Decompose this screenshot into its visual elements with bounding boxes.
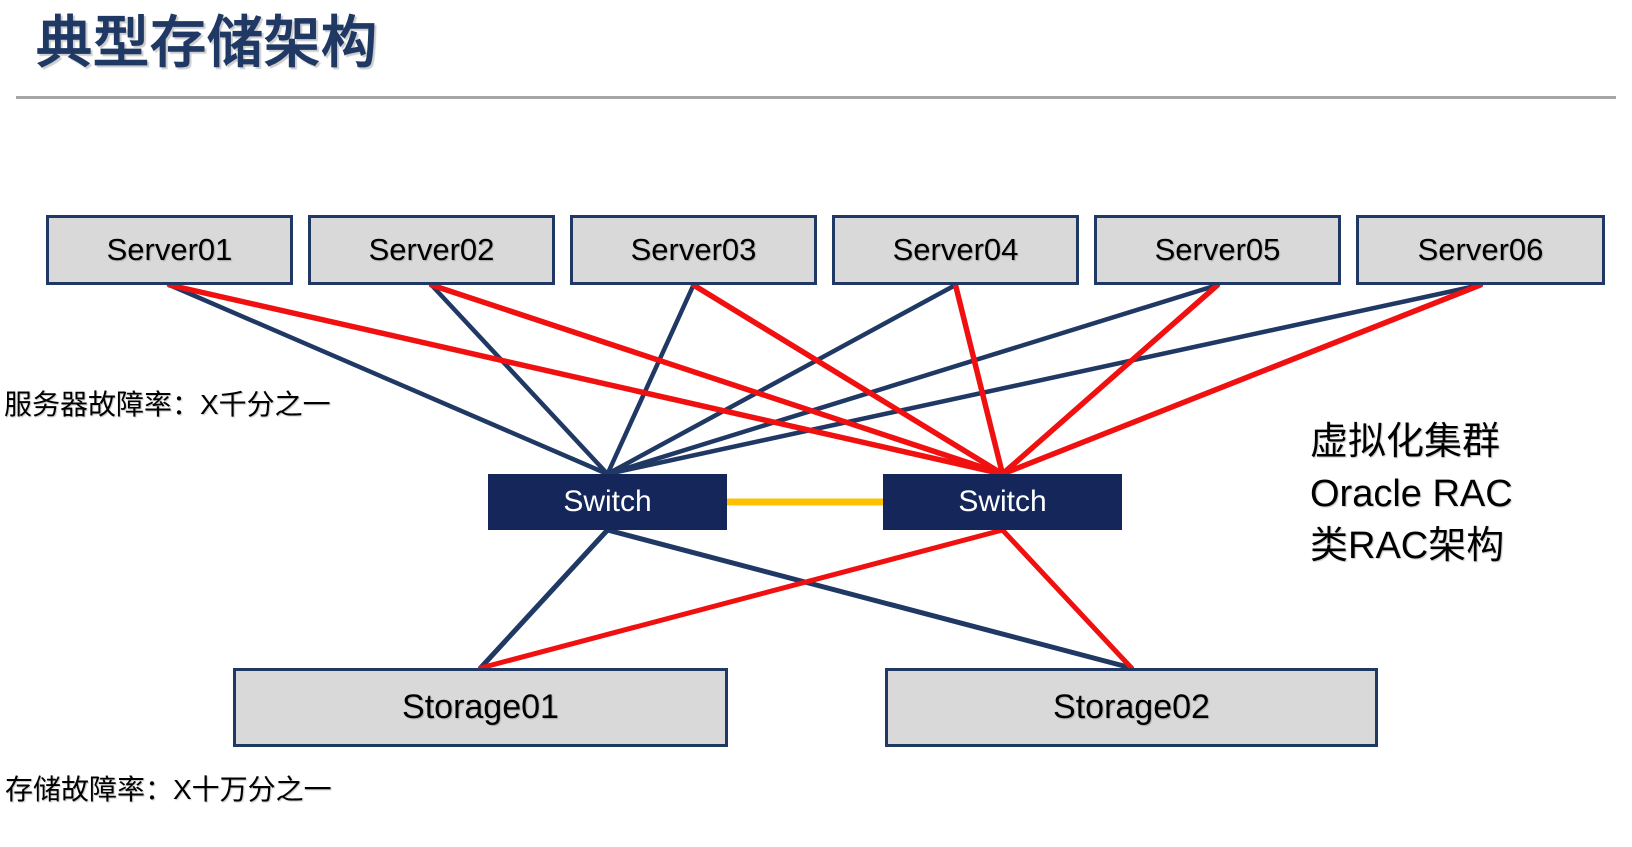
node-switch_left: Switch	[488, 474, 727, 530]
edge-server01-to-switch_left	[167, 282, 610, 477]
node-server06: Server06	[1356, 215, 1605, 285]
edge-server05-to-switch_right	[999, 282, 1221, 477]
switch-label: Switch	[563, 485, 652, 518]
server-label: Server03	[630, 232, 757, 267]
server-failure-rate-label: 服务器故障率：X千分之一	[4, 389, 331, 420]
edge-server03-to-switch_left	[605, 282, 696, 477]
edge-server02-to-switch_right	[428, 282, 1006, 477]
edge-server03-to-switch_right	[690, 282, 1006, 477]
cluster-note-line-1: 虚拟化集群	[1310, 421, 1501, 463]
server-label: Server06	[1417, 232, 1544, 267]
node-storage02: Storage02	[885, 668, 1378, 747]
edge-server06-to-switch_right	[999, 282, 1484, 477]
server-label: Server01	[106, 232, 233, 267]
edge-server04-to-switch_right	[952, 282, 1006, 477]
edge-switch_left-to-storage02	[605, 527, 1134, 671]
server-label: Server04	[892, 232, 1019, 267]
server-label: Server05	[1154, 232, 1281, 267]
title-divider	[16, 96, 1616, 99]
cluster-note-line-2: Oracle RAC	[1310, 473, 1513, 515]
edge-server01-to-switch_right	[166, 282, 1006, 477]
node-server04: Server04	[832, 215, 1079, 285]
server-label: Server02	[368, 232, 495, 267]
node-server01: Server01	[46, 215, 293, 285]
node-switch_right: Switch	[883, 474, 1122, 530]
edge-server02-to-switch_left	[429, 282, 610, 477]
edge-server04-to-switch_left	[605, 282, 958, 477]
storage-label: Storage02	[1053, 688, 1210, 726]
cluster-note-line-3: 类RAC架构	[1310, 525, 1505, 567]
edge-server06-to-switch_left	[605, 282, 1483, 477]
page-title: 典型存储架构	[36, 11, 378, 74]
storage-label: Storage01	[402, 688, 559, 726]
edge-switch_right-to-storage02	[1000, 527, 1134, 671]
edge-switch_right-to-storage01	[478, 527, 1005, 671]
cluster-architecture-note: 虚拟化集群 Oracle RAC 类RAC架构	[1310, 416, 1513, 572]
edge-server05-to-switch_left	[605, 282, 1220, 477]
node-server05: Server05	[1094, 215, 1341, 285]
node-storage01: Storage01	[233, 668, 728, 747]
storage-failure-rate-label: 存储故障率：X十万分之一	[5, 774, 332, 805]
switch-label: Switch	[958, 485, 1047, 518]
edge-switch_left-to-storage01	[478, 527, 610, 671]
node-server02: Server02	[308, 215, 555, 285]
node-server03: Server03	[570, 215, 817, 285]
